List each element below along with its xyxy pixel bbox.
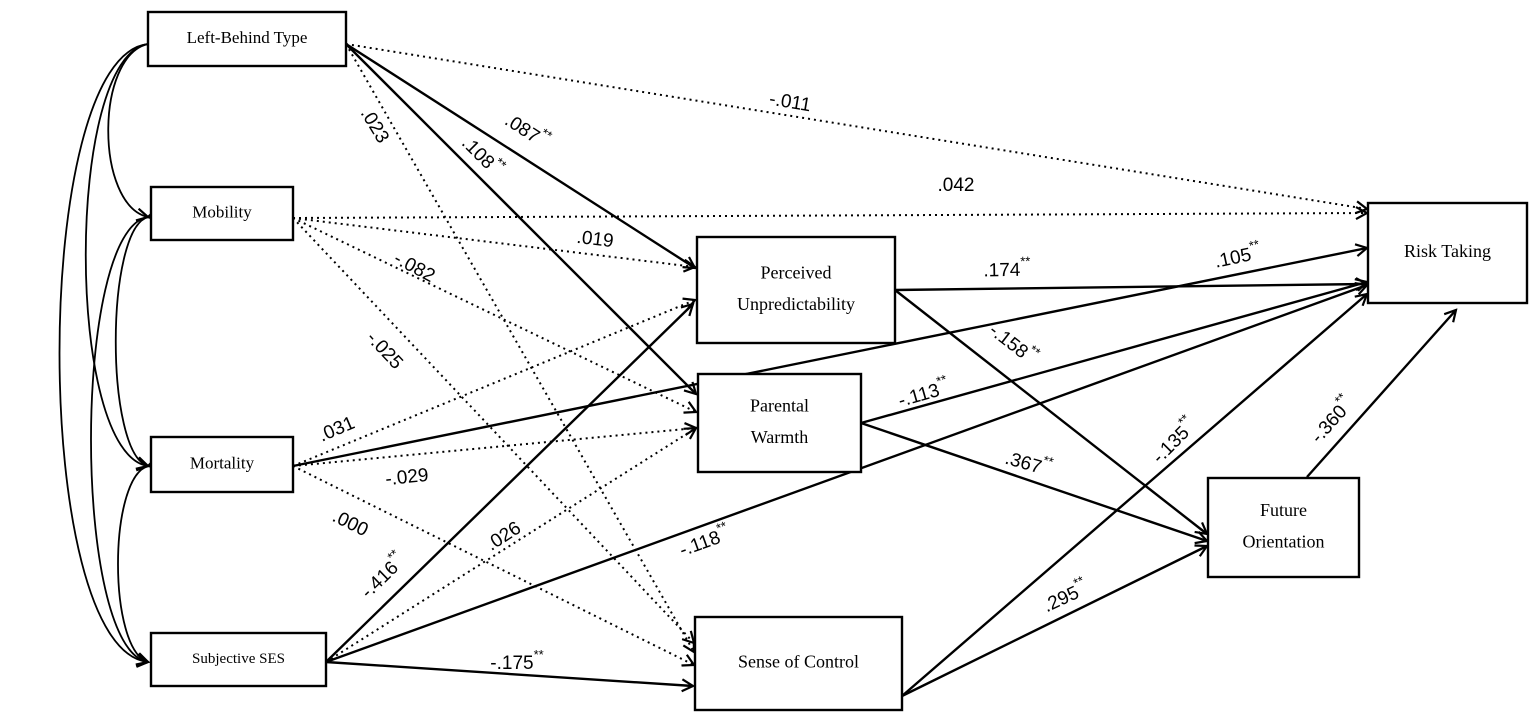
coef-lbt-to-rt: -.011 bbox=[768, 89, 813, 117]
node-label: Mortality bbox=[190, 453, 255, 472]
covariance-curve bbox=[107, 44, 148, 217]
path-mort-to-pw bbox=[292, 428, 696, 467]
path-fo-to-rt bbox=[1306, 310, 1456, 478]
path-pu-to-fo bbox=[894, 289, 1207, 534]
coef-mob-to-pu: .019 bbox=[575, 227, 614, 252]
path-mort-to-soc bbox=[292, 465, 694, 665]
path-soc-to-rt bbox=[901, 294, 1367, 697]
coef-mort-to-rt: .105** bbox=[1212, 237, 1264, 273]
path-lbt-to-pw bbox=[345, 43, 696, 394]
coef-mob-to-pw: -.082 bbox=[390, 248, 438, 287]
coef-mort-to-pu: .031 bbox=[316, 413, 358, 447]
node-box bbox=[149, 435, 295, 494]
covariance-curve bbox=[90, 217, 148, 662]
path-ses-to-pw bbox=[325, 428, 696, 663]
node-label: Risk Taking bbox=[1404, 241, 1491, 261]
covariance-curve bbox=[84, 44, 148, 466]
node-label: Subjective SES bbox=[192, 651, 285, 667]
path-pw-to-rt bbox=[860, 282, 1367, 425]
coef-mob-to-soc: -.025 bbox=[362, 328, 407, 374]
path-lbt-to-rt bbox=[345, 43, 1367, 209]
node-box bbox=[1206, 476, 1361, 579]
path-arrows bbox=[292, 42, 1456, 698]
node-box bbox=[1366, 201, 1529, 305]
coef-lbt-to-pu: .087** bbox=[501, 105, 555, 153]
coef-lbt-to-soc: .023 bbox=[356, 104, 393, 147]
path-ses-to-pu bbox=[325, 304, 693, 663]
node-box bbox=[146, 10, 348, 68]
path-mort-to-rt bbox=[292, 248, 1367, 468]
node-mort: Mortality bbox=[149, 435, 295, 494]
coef-fo-to-rt: -.360** bbox=[1303, 390, 1359, 447]
node-mob: Mobility bbox=[149, 185, 295, 242]
covariance-curves bbox=[58, 44, 149, 662]
path-mob-to-soc bbox=[292, 217, 694, 643]
coef-lbt-to-pw: .108** bbox=[457, 129, 509, 181]
covariance-curve bbox=[117, 466, 148, 662]
coef-ses-to-pu: -.416** bbox=[353, 547, 410, 603]
coef-pu-to-rt: .174** bbox=[983, 254, 1031, 281]
node-rt: Risk Taking bbox=[1366, 201, 1529, 305]
path-pw-to-fo bbox=[860, 421, 1207, 541]
coef-soc-to-fo: .295** bbox=[1038, 573, 1092, 617]
node-label: Mobility bbox=[192, 202, 252, 221]
variable-boxes: Left-Behind TypeMobilityMortalitySubject… bbox=[146, 10, 1529, 712]
covariance-curve bbox=[114, 217, 148, 466]
path-mob-to-rt bbox=[292, 213, 1367, 218]
path-pu-to-rt bbox=[894, 284, 1367, 292]
path-ses-to-soc bbox=[325, 660, 693, 686]
node-box bbox=[149, 631, 328, 688]
node-box bbox=[696, 372, 863, 474]
node-soc: Sense of Control bbox=[693, 615, 904, 712]
node-lbt: Left-Behind Type bbox=[146, 10, 348, 68]
node-label: Sense of Control bbox=[738, 652, 859, 672]
node-label: Left-Behind Type bbox=[187, 28, 308, 47]
node-box bbox=[693, 615, 904, 712]
node-box bbox=[695, 235, 897, 345]
coef-mort-to-pw: -.029 bbox=[384, 465, 429, 490]
path-mob-to-pw bbox=[292, 217, 696, 412]
path-lbt-to-pu bbox=[345, 42, 695, 268]
coef-mort-to-soc: .000 bbox=[329, 506, 371, 541]
coef-mob-to-rt: .042 bbox=[938, 175, 975, 196]
covariance-curve bbox=[58, 44, 149, 662]
coef-pw-to-fo: .367** bbox=[1003, 443, 1056, 482]
path-mob-to-pu bbox=[292, 217, 695, 267]
node-box bbox=[149, 185, 295, 242]
path-mort-to-pu bbox=[292, 300, 695, 467]
coef-soc-to-rt: -.135** bbox=[1144, 411, 1201, 468]
path-soc-to-fo bbox=[901, 546, 1207, 698]
node-ses: Subjective SES bbox=[149, 631, 328, 688]
path-ses-to-rt bbox=[325, 285, 1367, 664]
coef-ses-to-soc: -.175** bbox=[490, 647, 543, 674]
